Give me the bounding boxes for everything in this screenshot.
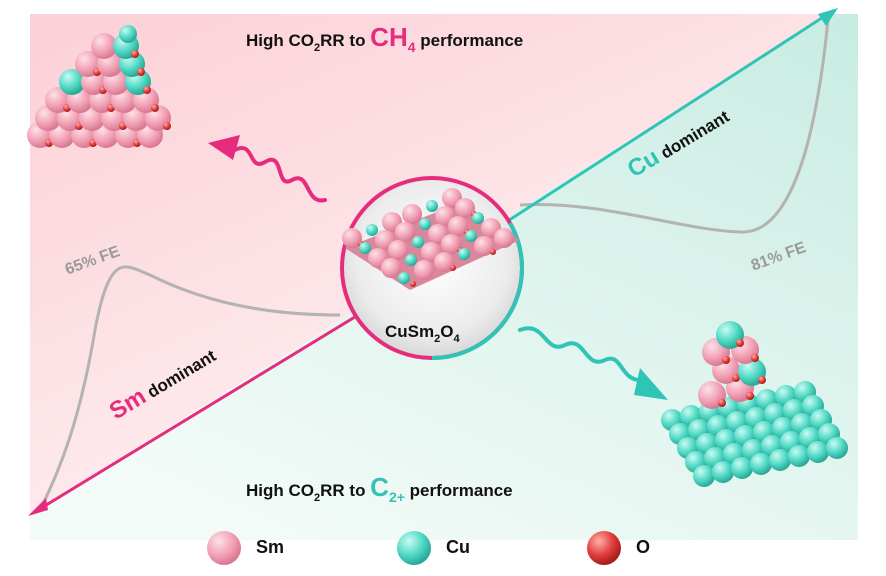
cu-atom xyxy=(359,242,371,254)
cu-atom xyxy=(769,449,791,471)
o-atom xyxy=(163,122,171,130)
bottom-title: High CO2RR to C2+ performance xyxy=(246,472,513,505)
sm-atom xyxy=(434,252,454,272)
legend-sm-ball xyxy=(207,531,241,565)
center-label-b: O xyxy=(440,322,454,341)
o-atom xyxy=(490,249,496,255)
cu-atom xyxy=(465,230,477,242)
cu-arrowhead xyxy=(818,8,838,26)
cu-atom xyxy=(419,218,431,230)
cu-atom xyxy=(693,465,715,487)
bottom-title-product-sub: 2+ xyxy=(388,489,405,505)
center-circle-teal-arc xyxy=(431,222,525,360)
legend-cu-label: Cu xyxy=(446,537,470,557)
legend-sm-label: Sm xyxy=(256,537,285,557)
cu-atom xyxy=(366,224,378,236)
o-atom xyxy=(732,374,740,382)
sm-arrowhead xyxy=(28,498,48,516)
o-atom xyxy=(131,50,139,58)
top-title-text-c: performance xyxy=(415,31,524,50)
fe-curve xyxy=(38,19,830,511)
sm-atom xyxy=(455,198,475,218)
top-title-product-sub: 4 xyxy=(407,39,416,55)
sm-atom xyxy=(448,216,468,236)
sm-atom xyxy=(381,258,401,278)
bottom-title-sub: 2 xyxy=(314,492,321,504)
bottom-title-text-a: High CO xyxy=(246,481,314,500)
center-crystal xyxy=(342,188,520,290)
legend-o-label: O xyxy=(636,537,651,557)
sm-atom xyxy=(441,234,461,254)
cu-atom xyxy=(712,461,734,483)
cu-atom xyxy=(119,25,137,43)
center-label-a: CuSm xyxy=(385,322,435,341)
top-title-text-a: High CO xyxy=(246,31,314,50)
sm-atom xyxy=(402,204,422,224)
cu-rich-cluster xyxy=(661,321,848,487)
sm-atom xyxy=(414,260,434,280)
o-atom xyxy=(151,104,159,112)
cu-atom xyxy=(405,254,417,266)
sm-atom xyxy=(494,228,514,248)
pink-wave-arrow xyxy=(233,146,327,203)
bottom-title-product: C xyxy=(370,472,389,502)
cu-atom xyxy=(750,453,772,475)
cu-atom xyxy=(398,272,410,284)
cu-atom xyxy=(731,457,753,479)
cu-atom xyxy=(826,437,848,459)
o-atom xyxy=(758,376,766,384)
o-atom xyxy=(751,354,759,362)
cu-atom xyxy=(426,200,438,212)
bottom-title-text-b: RR to xyxy=(320,481,371,500)
cu-atom xyxy=(59,69,85,95)
sm-rich-cluster xyxy=(27,25,171,148)
top-title: High CO2RR to CH4 performance xyxy=(246,22,524,55)
sm-atom xyxy=(395,222,415,242)
sm-atom xyxy=(388,240,408,260)
legend-o-ball xyxy=(587,531,621,565)
cu-atom xyxy=(807,441,829,463)
o-atom xyxy=(410,281,416,287)
teal-wave-arrow xyxy=(518,326,642,382)
o-atom xyxy=(722,356,730,364)
o-atom xyxy=(746,392,754,400)
center-label-sub-b: 4 xyxy=(453,333,460,345)
cu-atom xyxy=(458,248,470,260)
cu-atom xyxy=(788,445,810,467)
o-atom xyxy=(450,265,456,271)
top-title-product: CH xyxy=(370,22,408,52)
o-atom xyxy=(736,339,744,347)
o-atom xyxy=(718,399,726,407)
sm-atom xyxy=(91,33,117,59)
teal-arrowhead xyxy=(634,368,668,400)
cu-atom xyxy=(412,236,424,248)
pink-arrowhead xyxy=(208,135,240,160)
center-label-sub-a: 2 xyxy=(434,333,441,345)
top-title-text-b: RR to xyxy=(320,31,371,50)
sm-atom xyxy=(342,228,362,248)
top-title-sub: 2 xyxy=(314,42,321,54)
o-atom xyxy=(143,86,151,94)
center-label: CuSm2O4 xyxy=(385,322,460,345)
cu-atom xyxy=(472,212,484,224)
bottom-title-text-c: performance xyxy=(404,481,513,500)
legend-cu-ball xyxy=(397,531,431,565)
sm-atom xyxy=(474,236,494,256)
o-atom xyxy=(137,68,145,76)
